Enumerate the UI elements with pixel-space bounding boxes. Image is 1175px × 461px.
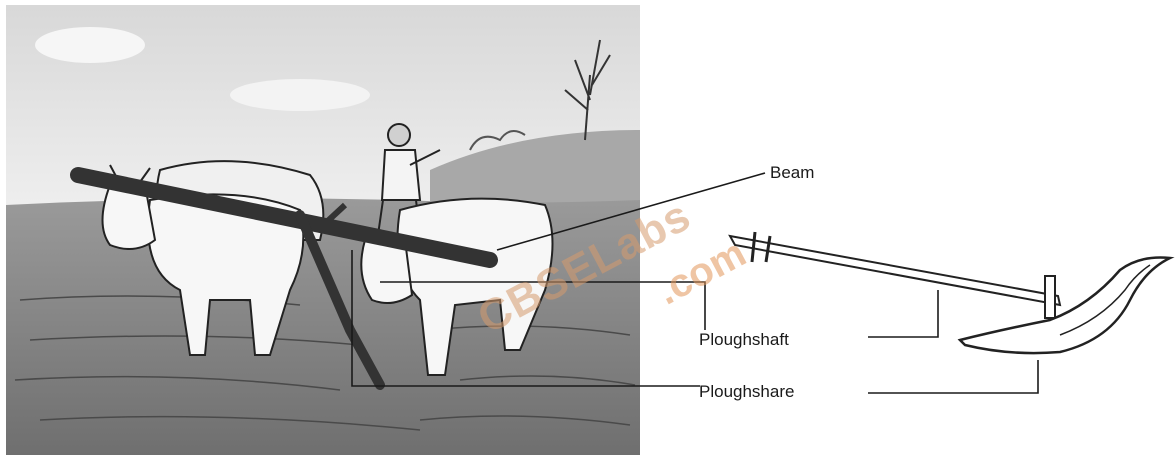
label-ploughshare: Ploughshare bbox=[699, 382, 794, 402]
cloud bbox=[230, 79, 370, 111]
vertical-peg bbox=[1045, 276, 1055, 318]
plough-beam bbox=[730, 236, 1060, 305]
cloud bbox=[35, 27, 145, 63]
label-ploughshaft: Ploughshaft bbox=[699, 330, 789, 350]
plough-diagram bbox=[730, 232, 1170, 353]
ploughshaft-leader-right bbox=[868, 290, 938, 337]
label-beam: Beam bbox=[770, 163, 814, 183]
plough-body bbox=[960, 258, 1170, 354]
ploughing-scene bbox=[6, 5, 640, 455]
ploughshare-leader-right bbox=[868, 360, 1038, 393]
